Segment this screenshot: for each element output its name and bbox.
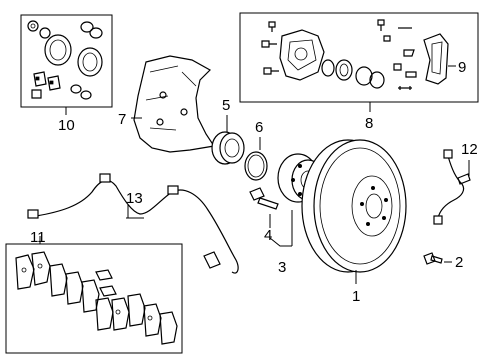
- callout-7: 7: [118, 111, 126, 128]
- callout-6: 6: [255, 119, 263, 136]
- callout-4: 4: [264, 227, 272, 244]
- callout-8: 8: [365, 115, 373, 132]
- hub-bolt-4: [249, 187, 279, 210]
- dust-shield-7: [133, 55, 216, 153]
- brake-pads-box-11: [5, 243, 183, 354]
- callout-13: 13: [126, 190, 143, 207]
- callout-10: 10: [58, 117, 75, 134]
- callout-1: 1: [352, 288, 360, 305]
- brake-hose-12: [433, 149, 471, 225]
- callout-12: 12: [461, 141, 478, 158]
- seal-kit-box-10: [20, 14, 113, 108]
- callout-5: 5: [222, 97, 230, 114]
- caliper-box-8: [239, 12, 479, 103]
- wheel-bearing-5: [211, 131, 245, 165]
- callout-11: 11: [30, 229, 46, 246]
- callout-9: 9: [458, 59, 466, 76]
- abs-sensor-wire-13: [27, 173, 239, 274]
- rotor-screw-2: [423, 252, 443, 265]
- brake-rotor-1: [301, 139, 407, 273]
- snap-ring-6: [244, 151, 268, 181]
- callout-3: 3: [278, 259, 286, 276]
- callout-2: 2: [455, 254, 463, 271]
